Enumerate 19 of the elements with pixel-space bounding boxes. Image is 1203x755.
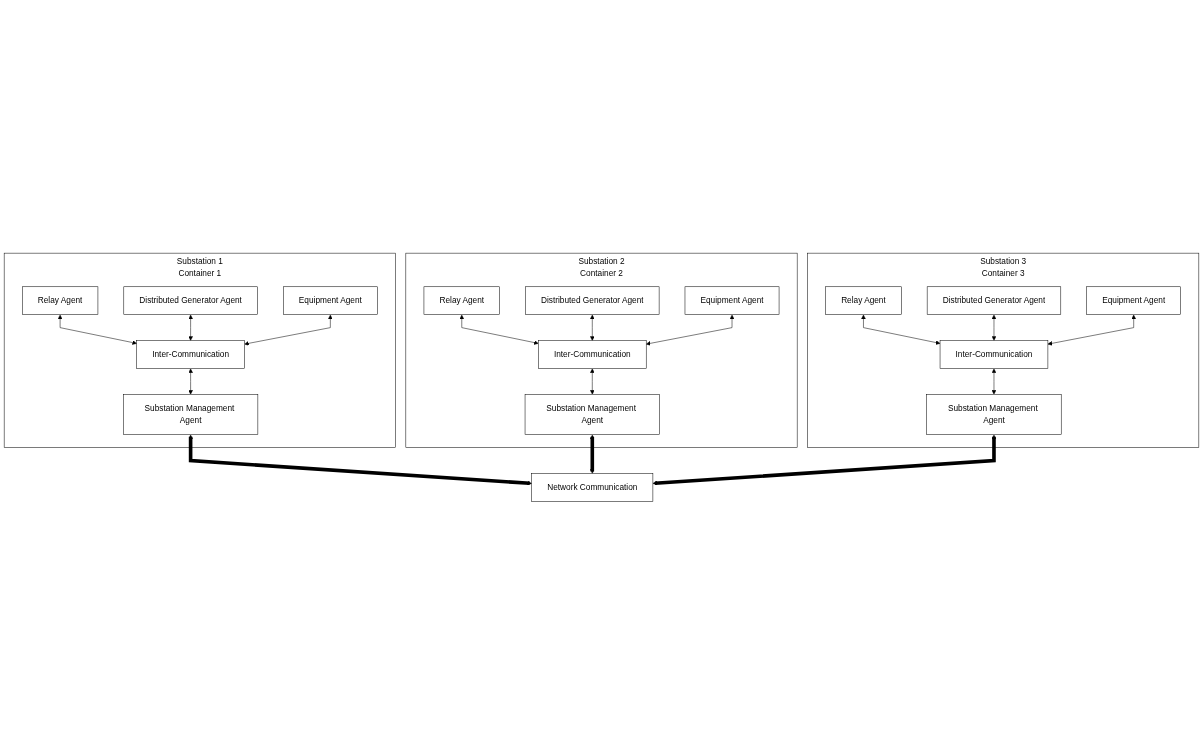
arrow	[188, 434, 532, 486]
arrow	[590, 434, 595, 474]
node-box: Relay Agent	[423, 286, 500, 316]
node-box: Equipment Agent	[283, 286, 378, 316]
node-box: Relay Agent	[825, 286, 902, 316]
node-box: Equipment Agent	[1086, 286, 1181, 316]
node-box: Distributed Generator Agent	[123, 286, 258, 316]
node-box: Network Communication	[531, 473, 654, 502]
node-box: Distributed Generator Agent	[525, 286, 660, 316]
node-box: Substation Management Agent	[524, 394, 660, 436]
node-box: Substation Management Agent	[123, 394, 259, 436]
arrow	[652, 434, 997, 486]
node-box: Relay Agent	[22, 286, 99, 316]
node-box: Distributed Generator Agent	[926, 286, 1062, 316]
node-box: Inter-Communication	[136, 340, 245, 369]
node-box: Equipment Agent	[684, 286, 780, 316]
node-box: Substation Management Agent	[926, 394, 1062, 436]
node-box: Inter-Communication	[538, 340, 647, 369]
node-box: Inter-Communication	[939, 340, 1049, 369]
